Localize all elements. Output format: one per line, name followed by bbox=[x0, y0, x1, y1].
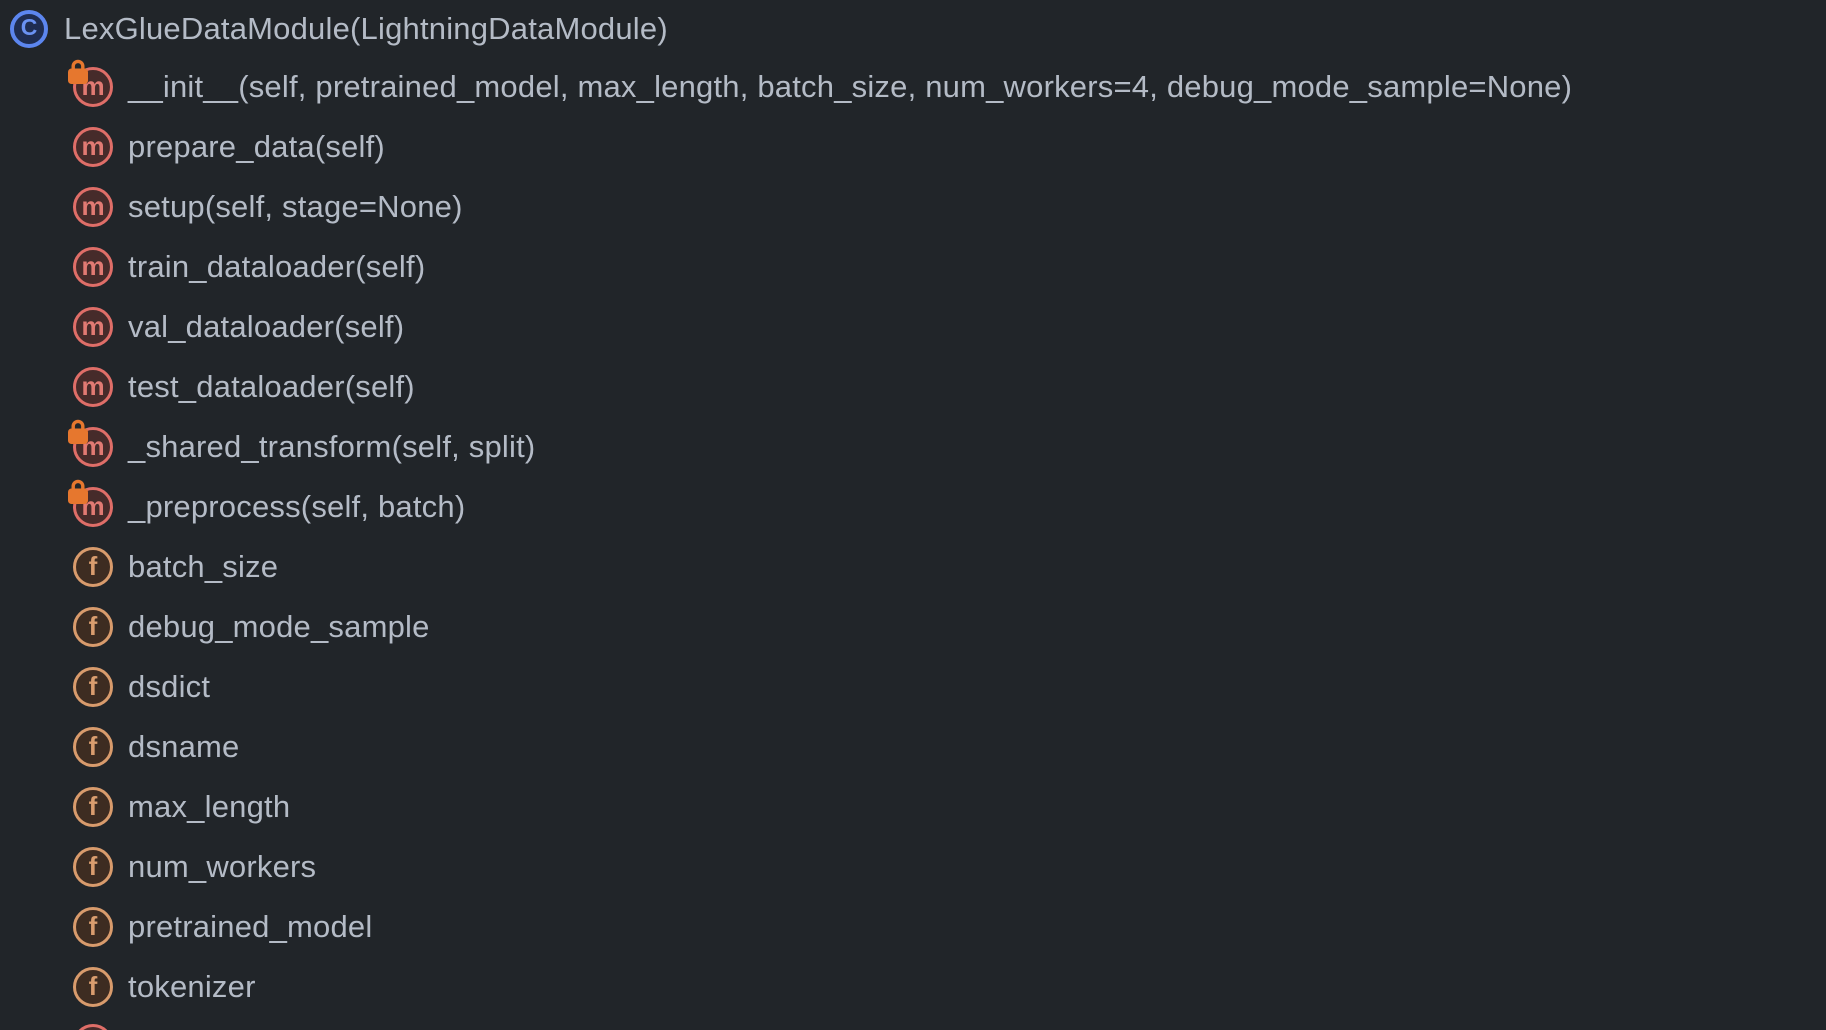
field-label: dsname bbox=[128, 729, 240, 764]
method-icon-wrap: m bbox=[73, 247, 113, 287]
lock-icon bbox=[68, 479, 88, 504]
field-icon: f bbox=[73, 547, 113, 587]
outline-item-field[interactable]: f max_length bbox=[0, 777, 1826, 837]
field-icon: f bbox=[73, 847, 113, 887]
field-icon-wrap: f bbox=[73, 667, 113, 707]
method-label: setup(self, stage=None) bbox=[128, 189, 463, 224]
method-label: train_dataloader(self) bbox=[128, 249, 426, 284]
field-label: num_workers bbox=[128, 849, 317, 884]
outline-item-field[interactable]: f batch_size bbox=[0, 537, 1826, 597]
outline-item-partial[interactable] bbox=[73, 1024, 113, 1030]
method-icon: m bbox=[73, 127, 113, 167]
field-icon: f bbox=[73, 787, 113, 827]
field-icon-wrap: f bbox=[73, 727, 113, 767]
outline-item-field[interactable]: f debug_mode_sample bbox=[0, 597, 1826, 657]
method-label: val_dataloader(self) bbox=[128, 309, 405, 344]
outline-item-method[interactable]: m _preprocess(self, batch) bbox=[0, 477, 1826, 537]
method-label: _shared_transform(self, split) bbox=[128, 429, 536, 464]
outline-item-method[interactable]: m _shared_transform(self, split) bbox=[0, 417, 1826, 477]
method-icon-wrap: m bbox=[68, 59, 113, 107]
outline-item-field[interactable]: f num_workers bbox=[0, 837, 1826, 897]
field-icon: f bbox=[73, 727, 113, 767]
field-label: batch_size bbox=[128, 549, 279, 584]
field-icon: f bbox=[73, 907, 113, 947]
field-icon-wrap: f bbox=[73, 787, 113, 827]
method-icon: m bbox=[73, 247, 113, 287]
lock-icon bbox=[68, 419, 88, 444]
field-icon: f bbox=[73, 667, 113, 707]
outline-item-method[interactable]: m train_dataloader(self) bbox=[0, 237, 1826, 297]
class-icon: C bbox=[10, 9, 48, 48]
field-icon: f bbox=[73, 967, 113, 1007]
outline-item-method[interactable]: m setup(self, stage=None) bbox=[0, 177, 1826, 237]
field-icon-wrap: f bbox=[73, 607, 113, 647]
field-label: debug_mode_sample bbox=[128, 609, 430, 644]
outline-item-class[interactable]: C LexGlueDataModule(LightningDataModule) bbox=[0, 0, 1826, 57]
outline-item-method[interactable]: m prepare_data(self) bbox=[0, 117, 1826, 177]
method-label: test_dataloader(self) bbox=[128, 369, 415, 404]
member-list: m __init__(self, pretrained_model, max_le… bbox=[0, 57, 1826, 1017]
field-icon-wrap: f bbox=[73, 547, 113, 587]
outline-item-method[interactable]: m __init__(self, pretrained_model, max_le… bbox=[0, 57, 1826, 117]
method-icon-wrap: m bbox=[73, 307, 113, 347]
method-icon bbox=[73, 1024, 113, 1030]
field-label: pretrained_model bbox=[128, 909, 373, 944]
field-icon-wrap: f bbox=[73, 847, 113, 887]
method-icon-wrap: m bbox=[68, 479, 113, 527]
method-icon: m bbox=[73, 187, 113, 227]
method-icon: m bbox=[73, 307, 113, 347]
method-icon-wrap: m bbox=[73, 187, 113, 227]
field-label: max_length bbox=[128, 789, 291, 824]
method-icon: m bbox=[73, 67, 113, 107]
class-label: LexGlueDataModule(LightningDataModule) bbox=[64, 10, 668, 46]
lock-icon bbox=[68, 59, 88, 84]
method-label: _preprocess(self, batch) bbox=[128, 489, 466, 524]
method-icon-wrap: m bbox=[73, 127, 113, 167]
field-label: tokenizer bbox=[128, 969, 256, 1004]
method-icon-wrap: m bbox=[68, 419, 113, 467]
field-icon: f bbox=[73, 607, 113, 647]
method-label: __init__(self, pretrained_model, max_len… bbox=[128, 69, 1573, 104]
outline-item-method[interactable]: m test_dataloader(self) bbox=[0, 357, 1826, 417]
method-icon-wrap: m bbox=[73, 367, 113, 407]
outline-item-field[interactable]: f tokenizer bbox=[0, 957, 1826, 1017]
field-icon-wrap: f bbox=[73, 907, 113, 947]
field-label: dsdict bbox=[128, 669, 211, 704]
method-label: prepare_data(self) bbox=[128, 129, 385, 164]
outline-item-method[interactable]: m val_dataloader(self) bbox=[0, 297, 1826, 357]
outline-item-field[interactable]: f pretrained_model bbox=[0, 897, 1826, 957]
method-icon: m bbox=[73, 367, 113, 407]
field-icon-wrap: f bbox=[73, 967, 113, 1007]
